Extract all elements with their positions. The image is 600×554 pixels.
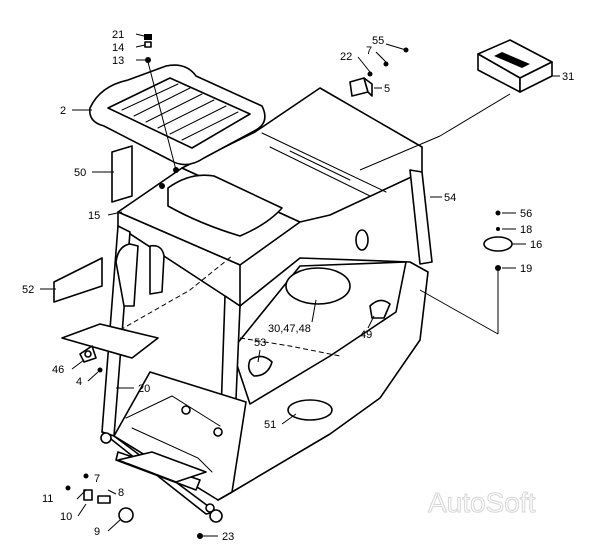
- side-plate: [111, 145, 133, 203]
- callout-52: 52: [22, 284, 34, 296]
- callout-19: 19: [520, 263, 532, 275]
- callout-8: 8: [118, 487, 124, 499]
- callout-7: 7: [94, 473, 100, 485]
- lower-plate: [117, 451, 207, 483]
- callout-2: 2: [60, 105, 66, 117]
- callout-7-upper: 7: [366, 45, 372, 57]
- callout-22: 22: [340, 51, 352, 63]
- callout-18: 18: [520, 224, 532, 236]
- callout-53: 53: [254, 337, 266, 349]
- callout-55: 55: [372, 35, 384, 47]
- side-plate-lower: [53, 257, 103, 303]
- washer-disc: [483, 236, 513, 252]
- switch: [349, 77, 373, 97]
- callout-14: 14: [112, 42, 124, 54]
- callout-11: 11: [42, 493, 53, 505]
- callout-54: 54: [444, 192, 456, 204]
- fasteners: [65, 34, 501, 539]
- callout-56: 56: [520, 208, 532, 220]
- floor-plate: [61, 323, 159, 359]
- callout-5: 5: [384, 83, 390, 95]
- callout-31: 31: [562, 71, 574, 83]
- callout-16: 16: [530, 239, 542, 251]
- callout-21: 21: [112, 29, 124, 41]
- callout-13: 13: [112, 55, 124, 67]
- callout-23: 23: [222, 531, 234, 543]
- callout-49: 49: [360, 329, 372, 341]
- callout-15: 15: [88, 210, 100, 222]
- callout-10: 10: [60, 511, 72, 523]
- watermark: AutoSoft: [428, 487, 536, 518]
- callouts: 21 14 13 2 50 15 52 46 4 20 7 11 8 10 9 …: [22, 29, 574, 543]
- callout-9: 9: [94, 526, 100, 538]
- callout-20: 20: [138, 383, 150, 395]
- callout-4: 4: [76, 376, 82, 388]
- roof-grille: [88, 64, 266, 166]
- callout-46: 46: [52, 364, 64, 376]
- callout-50: 50: [74, 167, 86, 179]
- bracket: [79, 345, 97, 363]
- callout-30-47-48: 30,47,48: [268, 323, 311, 335]
- cover-box: [477, 39, 553, 93]
- leader-lines: [40, 33, 560, 537]
- callout-51: 51: [264, 419, 276, 431]
